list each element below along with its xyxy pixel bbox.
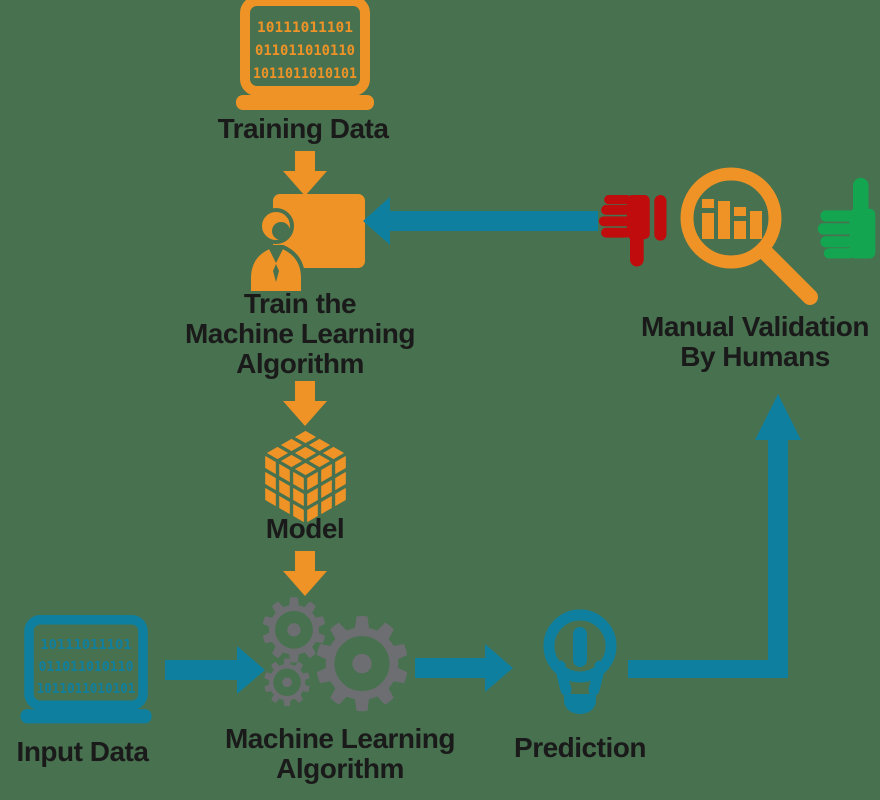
- binary-row: 1011011010101: [37, 682, 136, 697]
- arrow-input-to-algorithm: [165, 646, 265, 694]
- binary-row: 011011010110: [39, 660, 134, 675]
- arrow-model-to-algorithm-icon: [283, 551, 327, 596]
- train-algorithm-icon: [243, 190, 368, 295]
- manual-validation-label: Manual Validation By Humans: [641, 311, 869, 372]
- model-cube-icon: [258, 423, 353, 529]
- arrow-train-to-model-icon: [283, 381, 327, 426]
- training-data-laptop-icon: 10111011101 011011010110 1011011010101: [225, 0, 385, 116]
- training-data-label: Training Data: [217, 113, 389, 144]
- ml-algorithm-label: Machine Learning Algorithm: [224, 723, 456, 784]
- binary-row: 10111011101: [257, 20, 353, 36]
- arrow-prediction-to-validation: [628, 390, 808, 682]
- model-label: Model: [265, 513, 345, 544]
- binary-row: 011011010110: [255, 43, 355, 59]
- gear-icon: ⚙: [258, 647, 316, 721]
- prediction-label: Prediction: [514, 732, 646, 763]
- prediction-bulb-icon: [535, 602, 625, 730]
- binary-row: 10111011101: [40, 638, 131, 653]
- arrow-training-to-train-icon: [283, 151, 327, 196]
- train-algorithm-label: Train the Machine Learning Algorithm: [184, 288, 416, 379]
- manual-validation-magnifier-icon: [672, 163, 822, 313]
- thumbs-down-icon: [592, 192, 668, 268]
- arrow-algorithm-to-prediction: [415, 644, 513, 692]
- gear-icon: ⚙: [304, 591, 420, 740]
- gear-icon: ⚙: [254, 579, 334, 682]
- input-data-label: Input Data: [16, 736, 149, 767]
- binary-row: 1011011010101: [253, 66, 357, 82]
- arrow-validation-to-train: [363, 197, 598, 245]
- thumbs-up-icon: [810, 176, 880, 262]
- input-data-laptop-icon: 10111011101 011011010110 1011011010101: [10, 613, 162, 733]
